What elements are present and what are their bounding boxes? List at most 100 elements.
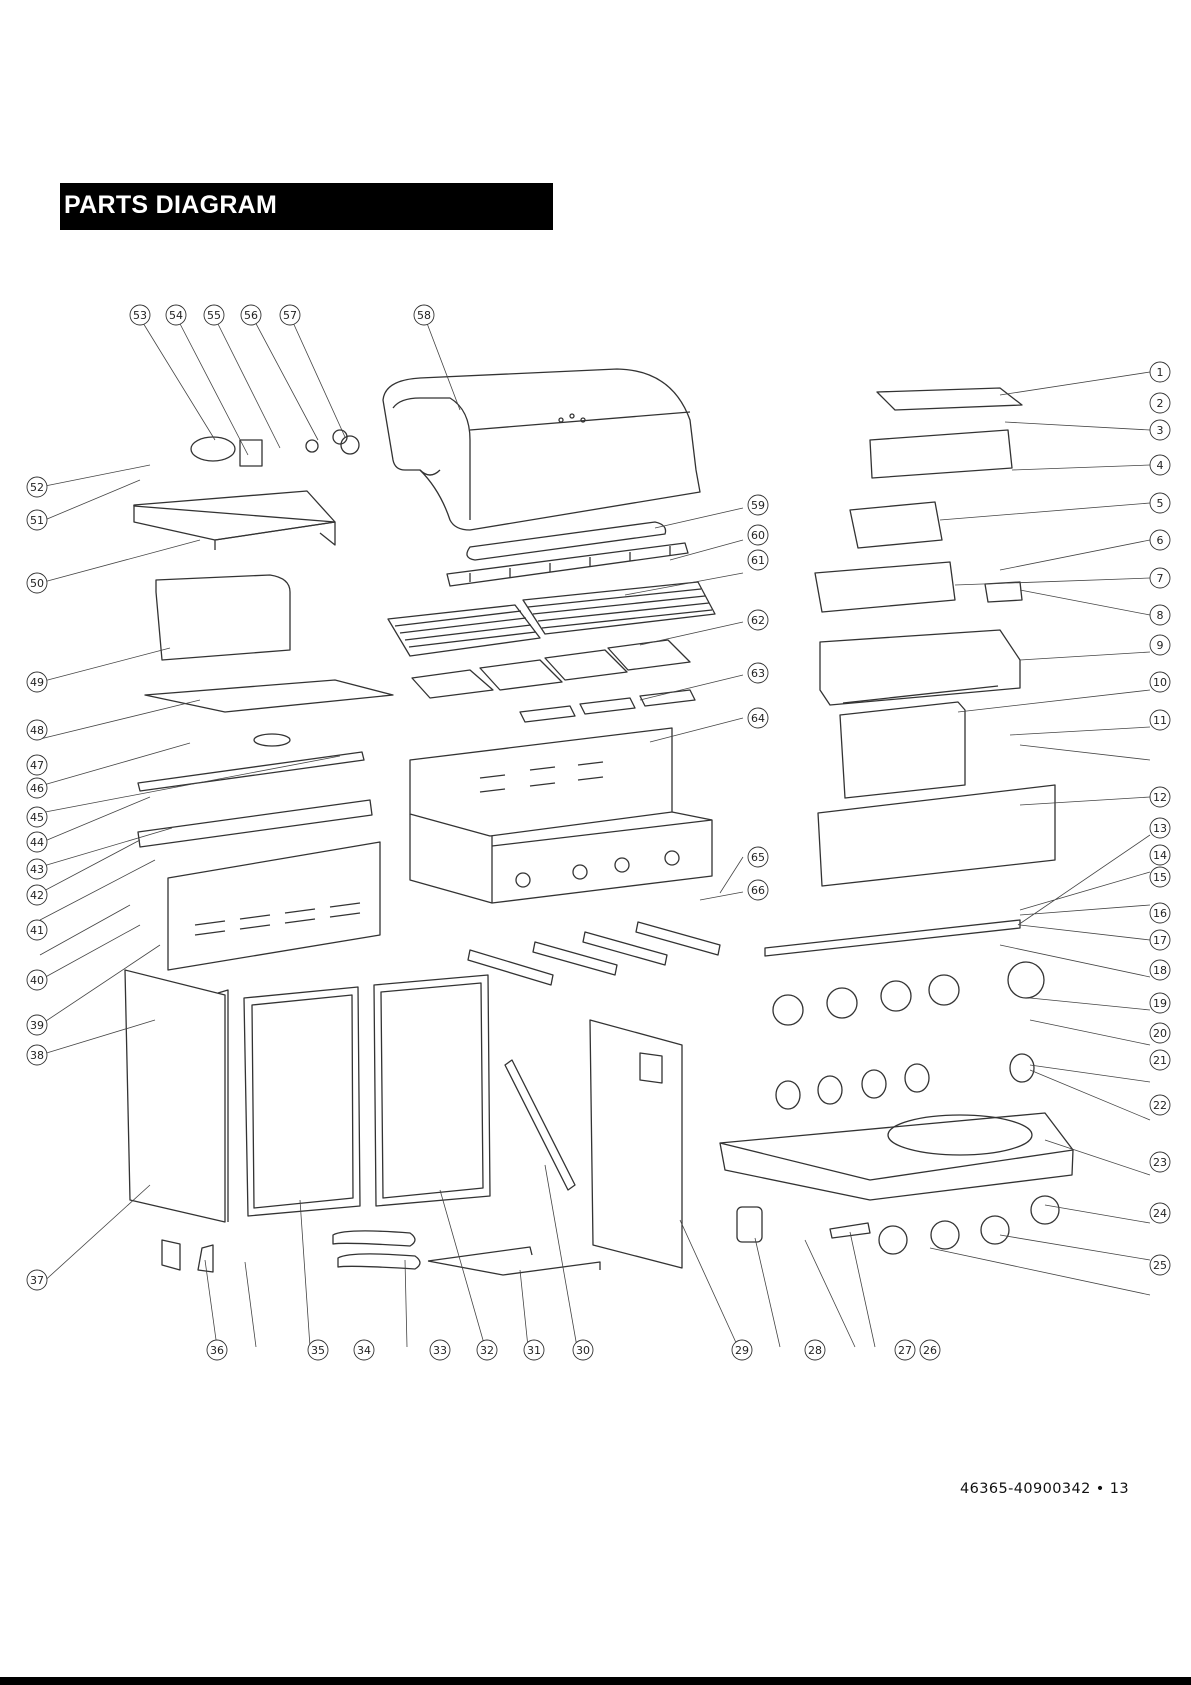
- callout-number: 58: [417, 309, 431, 322]
- callout-57: 57: [280, 305, 300, 325]
- valve-manifold: [765, 920, 1020, 956]
- callout-number: 51: [30, 514, 44, 527]
- callout-number: 66: [751, 884, 765, 897]
- callout-8: 8: [1150, 605, 1170, 625]
- callout-60: 60: [748, 525, 768, 545]
- toe-kick-pad: [830, 1223, 870, 1238]
- callout-number: 21: [1153, 1054, 1167, 1067]
- callout-number: 17: [1153, 934, 1167, 947]
- callout-number: 42: [30, 889, 44, 902]
- corner-bracket: [162, 1240, 213, 1272]
- callout-number: 47: [30, 759, 44, 772]
- callout-number: 8: [1157, 609, 1164, 622]
- callout-21: 21: [1150, 1050, 1170, 1070]
- towel-bar: [428, 1247, 600, 1275]
- lid-handle: [467, 522, 666, 560]
- callout-number: 49: [30, 676, 44, 689]
- callout-39: 39: [27, 1015, 47, 1035]
- page-reference: 46365-40900342 • 13: [960, 1481, 1129, 1497]
- callout-number: 31: [527, 1344, 541, 1357]
- callout-number: 36: [210, 1344, 224, 1357]
- callout-number: 3: [1157, 424, 1164, 437]
- callout-51: 51: [27, 510, 47, 530]
- callout-36: 36: [207, 1340, 227, 1360]
- grill-lid: [383, 369, 700, 530]
- cabinet-doors: [244, 975, 490, 1216]
- callout-41: 41: [27, 920, 47, 940]
- callout-number: 24: [1153, 1207, 1167, 1220]
- callout-number: 30: [576, 1344, 590, 1357]
- callout-2: 2: [1150, 393, 1170, 413]
- warming-rack: [447, 543, 688, 586]
- callout-24: 24: [1150, 1203, 1170, 1223]
- door-strip: [505, 1060, 575, 1190]
- callout-3: 3: [1150, 420, 1170, 440]
- burners: [468, 922, 720, 985]
- callout-7: 7: [1150, 568, 1170, 588]
- callout-number: 29: [735, 1344, 749, 1357]
- callout-number: 12: [1153, 791, 1167, 804]
- callout-58: 58: [414, 305, 434, 325]
- callout-number: 52: [30, 481, 44, 494]
- callout-59: 59: [748, 495, 768, 515]
- callout-number: 19: [1153, 997, 1167, 1010]
- callout-number: 13: [1153, 822, 1167, 835]
- callout-20: 20: [1150, 1023, 1170, 1043]
- callout-number: 11: [1153, 714, 1167, 727]
- bottom-rule: [0, 1677, 1191, 1685]
- firebox: [410, 728, 712, 903]
- callout-number: 5: [1157, 497, 1164, 510]
- callout-19: 19: [1150, 993, 1170, 1013]
- casters: [879, 1196, 1059, 1254]
- callout-5: 5: [1150, 493, 1170, 513]
- callout-number: 53: [133, 309, 147, 322]
- callout-56: 56: [241, 305, 261, 325]
- callout-number: 15: [1153, 871, 1167, 884]
- callout-number: 44: [30, 836, 44, 849]
- drip-tray-frame: [145, 680, 393, 712]
- callout-34: 34: [354, 1340, 374, 1360]
- callout-52: 52: [27, 477, 47, 497]
- callout-28: 28: [805, 1340, 825, 1360]
- callout-number: 2: [1157, 397, 1164, 410]
- callout-number: 22: [1153, 1099, 1167, 1112]
- callout-number: 18: [1153, 964, 1167, 977]
- cabinet-side-right: [590, 1020, 682, 1268]
- callout-25: 25: [1150, 1255, 1170, 1275]
- callout-number: 62: [751, 614, 765, 627]
- side-burner-parts: [815, 388, 1022, 705]
- callout-66: 66: [748, 880, 768, 900]
- callout-number: 32: [480, 1344, 494, 1357]
- callout-number: 37: [30, 1274, 44, 1287]
- callout-43: 43: [27, 859, 47, 879]
- callout-number: 60: [751, 529, 765, 542]
- bottom-shelf: [720, 1113, 1073, 1200]
- side-burner-panel: [840, 702, 965, 798]
- side-shelf-panel: [156, 575, 290, 660]
- callout-11: 11: [1150, 710, 1170, 730]
- callout-number: 25: [1153, 1259, 1167, 1272]
- grease-cup: [254, 734, 290, 746]
- door-seal: [737, 1207, 762, 1242]
- callout-37: 37: [27, 1270, 47, 1290]
- callout-9: 9: [1150, 635, 1170, 655]
- side-shelf-left: [134, 491, 335, 550]
- callout-38: 38: [27, 1045, 47, 1065]
- callout-number: 43: [30, 863, 44, 876]
- callout-number: 63: [751, 667, 765, 680]
- callout-number: 28: [808, 1344, 822, 1357]
- callout-number: 27: [898, 1344, 912, 1357]
- callout-42: 42: [27, 885, 47, 905]
- callout-32: 32: [477, 1340, 497, 1360]
- callout-33: 33: [430, 1340, 450, 1360]
- callout-number: 38: [30, 1049, 44, 1062]
- callout-64: 64: [748, 708, 768, 728]
- callout-29: 29: [732, 1340, 752, 1360]
- callout-number: 55: [207, 309, 221, 322]
- callout-number: 6: [1157, 534, 1164, 547]
- callout-6: 6: [1150, 530, 1170, 550]
- callout-number: 46: [30, 782, 44, 795]
- cooking-grates: [388, 582, 715, 656]
- callout-number: 64: [751, 712, 765, 725]
